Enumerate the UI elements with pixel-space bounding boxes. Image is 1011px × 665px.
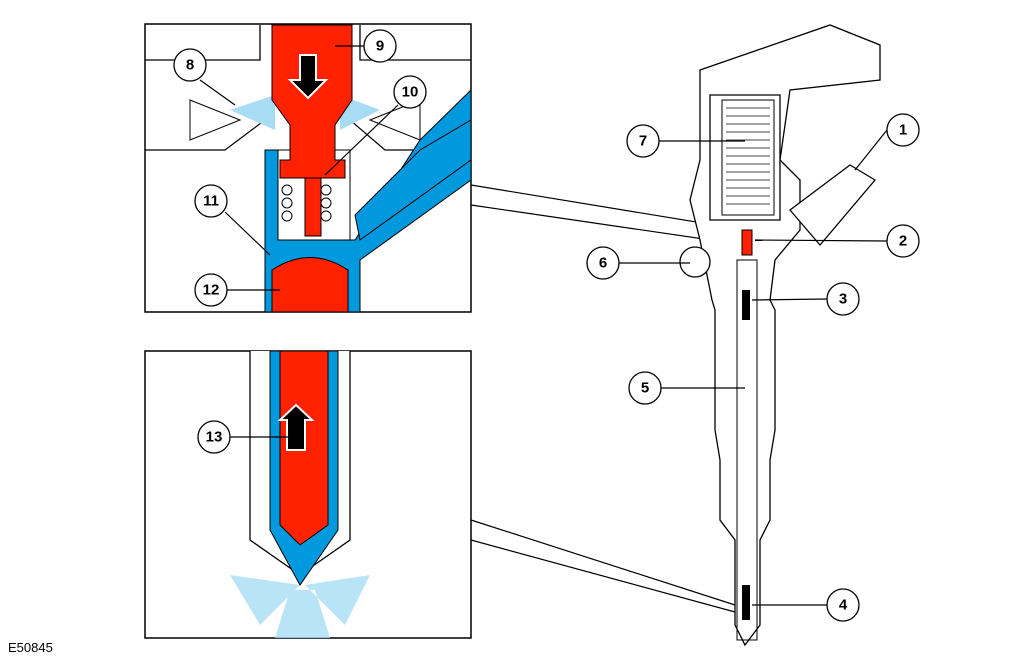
svg-text:8: 8: [186, 57, 194, 74]
down-arrow-icon: [287, 54, 329, 100]
svg-text:1: 1: [899, 122, 907, 139]
callout-9: 9: [363, 29, 397, 63]
svg-text:13: 13: [206, 429, 223, 446]
callout-12: 12: [194, 273, 228, 307]
callouts: 1 2 3 4 5 6 7 8 9 10 11 12 13: [173, 29, 920, 622]
svg-text:5: 5: [641, 380, 649, 397]
svg-text:2: 2: [899, 233, 907, 250]
injector-body: [679, 24, 881, 647]
callout-13: 13: [197, 420, 231, 454]
svg-text:3: 3: [839, 291, 847, 308]
callout-7: 7: [626, 124, 660, 158]
callout-3: 3: [826, 282, 860, 316]
svg-text:9: 9: [376, 38, 384, 55]
bottom-inset-nozzle: [144, 350, 472, 639]
svg-text:4: 4: [839, 597, 848, 614]
svg-text:11: 11: [203, 193, 219, 210]
top-inset-detail: [144, 23, 472, 313]
callout-2: 2: [886, 224, 920, 258]
svg-text:12: 12: [203, 282, 220, 299]
svg-text:7: 7: [639, 133, 647, 150]
callout-6: 6: [586, 246, 620, 280]
callout-8: 8: [173, 48, 207, 82]
callout-11: 11: [194, 184, 228, 218]
up-arrow-icon: [277, 403, 315, 451]
svg-text:10: 10: [402, 84, 419, 101]
figure-id: E50845: [8, 640, 53, 655]
svg-text:6: 6: [599, 255, 607, 272]
callout-1: 1: [886, 113, 920, 147]
callout-4: 4: [826, 588, 860, 622]
callout-10: 10: [393, 75, 427, 109]
callout-5: 5: [628, 371, 662, 405]
